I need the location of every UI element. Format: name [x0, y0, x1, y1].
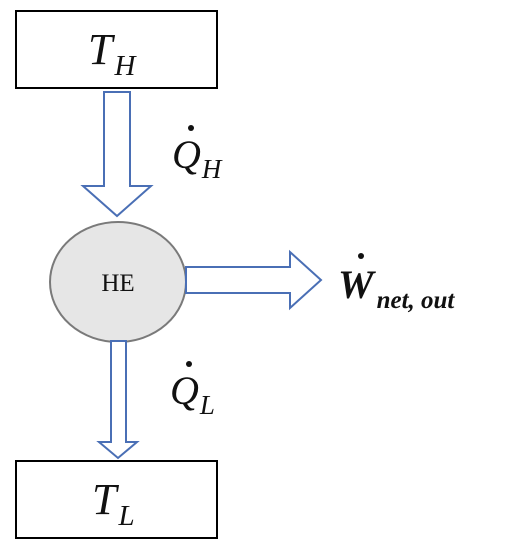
heat-engine-label: HE: [101, 270, 134, 297]
hot-reservoir-box: [15, 10, 218, 89]
heat-out-dot: [186, 361, 192, 367]
hot-reservoir-symbol: T: [88, 25, 116, 74]
heat-out-arrow: [96, 340, 140, 460]
heat-engine: HE: [49, 221, 187, 343]
cold-reservoir-label: TL: [92, 475, 135, 532]
svg-text:QH: QH: [172, 132, 223, 184]
work-out-dot: [358, 253, 364, 259]
heat-in-label: QH: [172, 125, 223, 184]
heat-out-symbol: Q: [170, 368, 199, 413]
heat-out-label: QL: [170, 361, 215, 420]
heat-in-arrow: [80, 91, 154, 218]
work-out-symbol: W: [338, 262, 376, 307]
hot-reservoir-label: TH: [88, 25, 137, 82]
heat-out-subscript: L: [199, 390, 215, 420]
cold-reservoir-subscript: L: [117, 500, 134, 532]
hot-reservoir: TH: [15, 10, 218, 89]
work-out-arrow: [185, 249, 323, 311]
svg-text:QL: QL: [170, 368, 215, 420]
heat-in-subscript: H: [201, 154, 223, 184]
work-out-subscript: net, out: [377, 287, 456, 314]
heat-in-dot: [188, 125, 194, 131]
cold-reservoir-box: [15, 460, 218, 539]
hot-reservoir-subscript: H: [113, 50, 137, 82]
cold-reservoir-symbol: T: [92, 475, 120, 524]
cold-reservoir: TL: [15, 460, 218, 539]
heat-in-symbol: Q: [172, 132, 201, 177]
